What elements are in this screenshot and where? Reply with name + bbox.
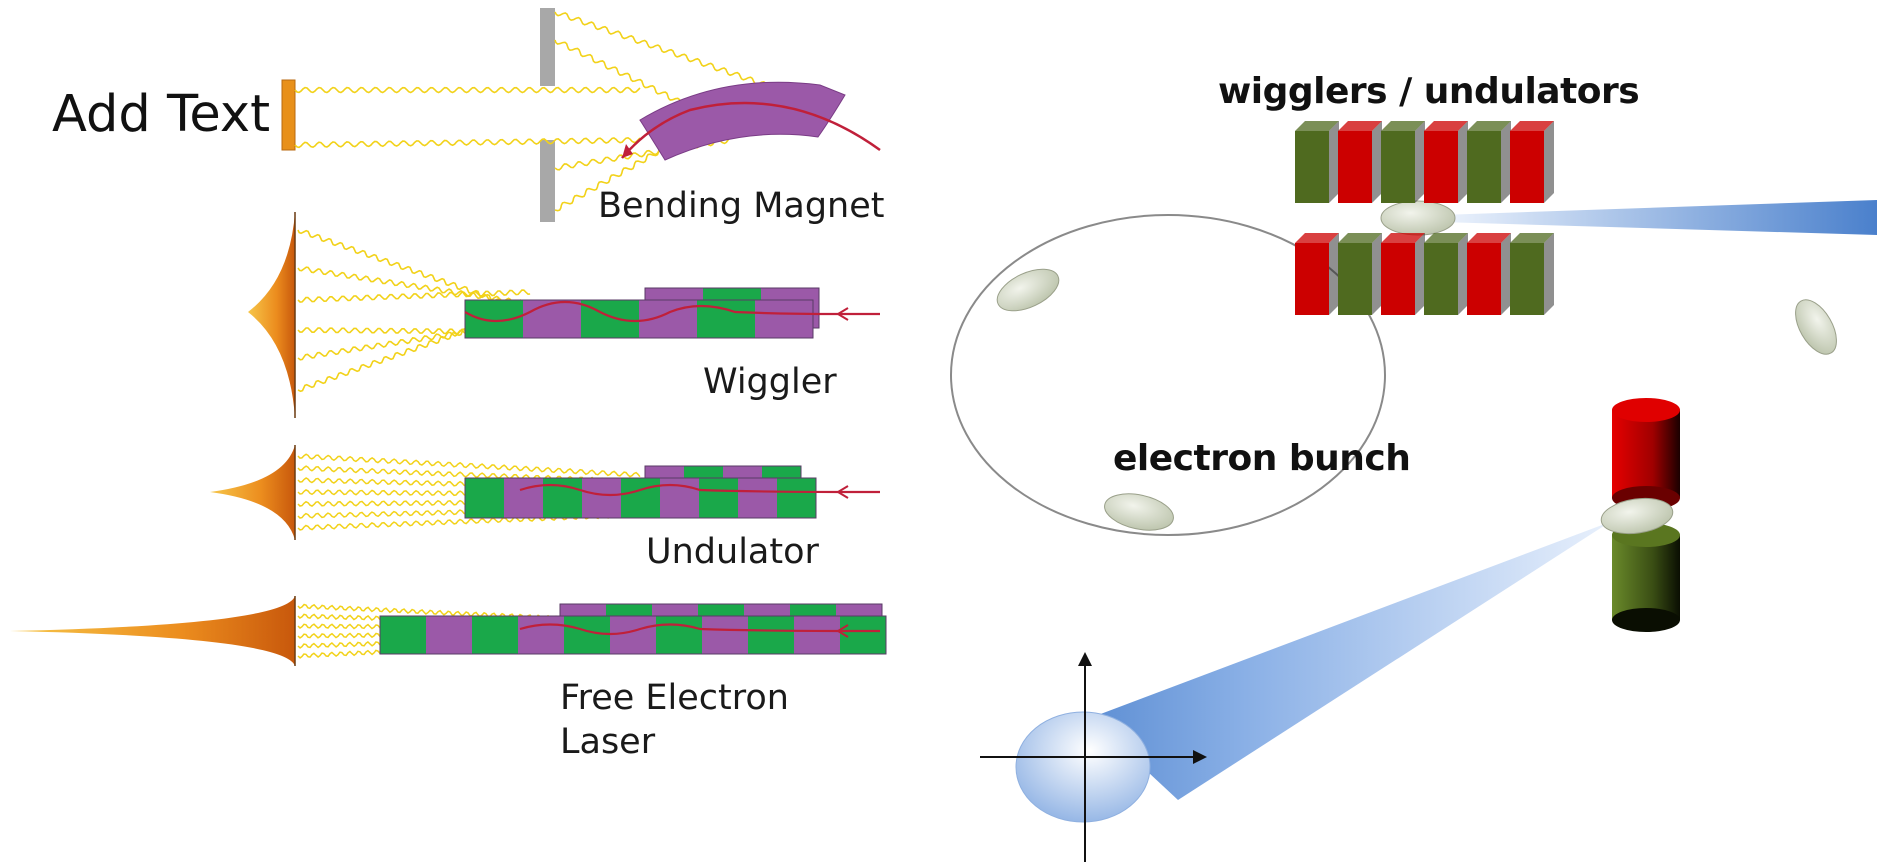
electron-bunch-label: electron bunch [1113, 438, 1411, 479]
magnet-segment [794, 616, 840, 654]
bending-electron-arrow [622, 144, 633, 158]
radiation-wave [297, 289, 531, 303]
radiation-wave [554, 11, 781, 91]
magnet-segment [380, 616, 426, 654]
beam-right [1440, 200, 1877, 235]
pole-block [1295, 243, 1329, 315]
storage-ring-icon [950, 121, 1877, 823]
undulator-label: Undulator [646, 532, 819, 572]
pole-block [1295, 131, 1329, 203]
pole-block [1467, 243, 1501, 315]
magnet-segment [755, 300, 813, 338]
pole-block [1467, 131, 1501, 203]
fel-icon [10, 596, 887, 666]
pole-block [1338, 243, 1372, 315]
pole-block [1381, 131, 1415, 203]
electron-bunch [1380, 200, 1456, 236]
add-text-label[interactable]: Add Text [52, 85, 271, 144]
fel-label-line2: Laser [560, 722, 656, 762]
axis-arrows-icon [980, 652, 1207, 862]
magnet-segment [504, 478, 543, 518]
magnet-segment [699, 478, 738, 518]
detector-screen [281, 79, 296, 151]
magnet-segment [840, 616, 886, 654]
magnet-segment [523, 300, 581, 338]
fel-label-line1: Free Electron [560, 678, 789, 718]
magnet-segment [465, 478, 504, 518]
undulator-electron-path [519, 483, 880, 497]
magnet-segment [564, 616, 610, 654]
magnet-segment [518, 616, 564, 654]
wiggler-icon [248, 212, 880, 418]
magnet-segment [656, 616, 702, 654]
fel-magnet-array [379, 603, 887, 655]
wiggler-spectrum [248, 212, 295, 418]
magnet-segment [777, 478, 816, 518]
wiggler-electron-path [464, 301, 880, 322]
radiation-wave [554, 39, 701, 114]
pole-block [1424, 243, 1458, 315]
bending-electron-path [621, 101, 881, 159]
radiation-wave [297, 453, 641, 478]
magnet-segment [621, 478, 660, 518]
bending-magnet-label: Bending Magnet [598, 186, 885, 226]
wiggler-label: Wiggler [703, 362, 837, 402]
pole-block [1424, 131, 1458, 203]
pole-block [1510, 131, 1544, 203]
magnet-segment [748, 616, 794, 654]
slit-bottom [540, 140, 555, 222]
bending-magnet-body [639, 81, 846, 161]
magnet-segment [472, 616, 518, 654]
undulator-icon [210, 445, 880, 540]
magnet-segment [702, 616, 748, 654]
undulator-poles-bottom [1295, 233, 1554, 315]
undulator-spectrum [210, 445, 295, 540]
radiation-wave [294, 86, 641, 94]
electron-bunch [996, 268, 1060, 312]
beam-left [1090, 522, 1610, 800]
bending-magnet-icon [281, 8, 881, 222]
magnet-segment [582, 478, 621, 518]
wigglers-undulators-label: wigglers / undulators [1218, 71, 1640, 112]
magnet-segment [426, 616, 472, 654]
beam-cross-section [1015, 711, 1151, 823]
slit-top [540, 8, 555, 86]
magnet-segment [581, 300, 639, 338]
electron-bunch [1795, 299, 1837, 355]
undulator-poles-top [1295, 121, 1554, 203]
pole-block [1510, 243, 1544, 315]
pole-block [1381, 243, 1415, 315]
storage-ring [950, 214, 1386, 536]
fel-spectrum [10, 596, 295, 666]
radiation-wave [294, 136, 641, 149]
pole-block [1338, 131, 1372, 203]
fel-electron-path [519, 623, 880, 636]
magnet-segment [610, 616, 656, 654]
magnet-segment [738, 478, 777, 518]
electron-bunch [1600, 497, 1674, 535]
electron-bunch [1104, 493, 1174, 531]
